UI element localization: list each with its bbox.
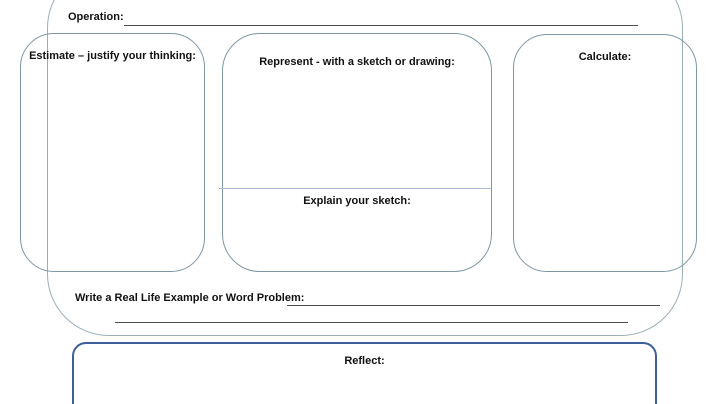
estimate-label: Estimate – justify your thinking:: [29, 50, 196, 62]
placemat-outline: [47, 0, 683, 336]
represent-box: Represent - with a sketch or drawing: Ex…: [219, 33, 492, 272]
real-life-fill-line-2: [115, 322, 628, 323]
represent-label: Represent - with a sketch or drawing:: [259, 56, 455, 68]
estimate-box: Estimate – justify your thinking:: [20, 33, 205, 272]
calculate-label: Calculate:: [578, 51, 632, 63]
reflect-box: Reflect:: [72, 342, 657, 404]
real-life-example-label: Write a Real Life Example or Word Proble…: [75, 292, 305, 304]
calculate-box: Calculate:: [513, 34, 697, 272]
reflect-label: Reflect:: [344, 355, 385, 367]
sketch-divider-line: [219, 188, 491, 189]
operation-fill-line: [124, 25, 638, 26]
explain-sketch-label: Explain your sketch:: [303, 195, 411, 207]
operation-label: Operation:: [68, 11, 124, 23]
real-life-fill-line-1: [287, 305, 660, 306]
